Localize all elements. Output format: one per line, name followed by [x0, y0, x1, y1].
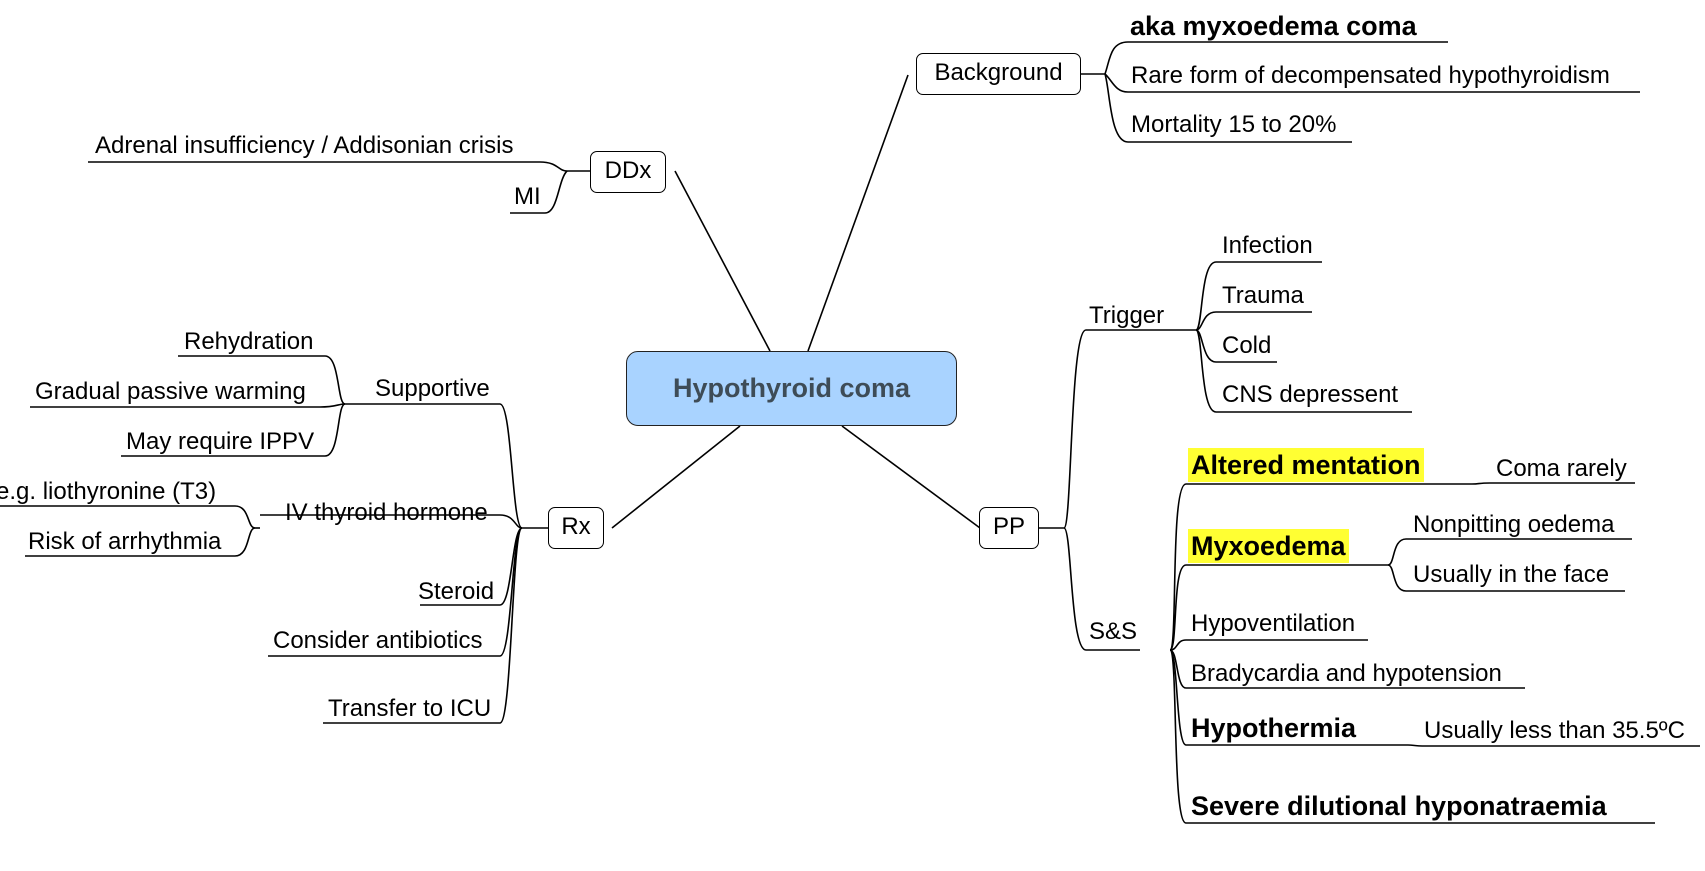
ddx-node[interactable]: DDx	[590, 151, 666, 193]
sns-hyponatraemia: Severe dilutional hyponatraemia	[1191, 791, 1607, 821]
rx-iv-arrhythmia: Risk of arrhythmia	[28, 528, 222, 555]
background-node[interactable]: Background	[916, 53, 1081, 95]
rx-supportive-warming: Gradual passive warming	[35, 378, 306, 405]
trigger-cns: CNS depressent	[1222, 381, 1399, 408]
rx-supportive-ippv: May require IPPV	[126, 428, 315, 455]
rx-steroid: Steroid	[418, 578, 495, 605]
background-item-aka: aka myxoedema coma	[1130, 11, 1417, 41]
rx-iv-liothyronine: e.g. liothyronine (T3)	[0, 478, 217, 505]
sns-hypothermia: Hypothermia	[1191, 713, 1357, 743]
sns-hypoventilation: Hypoventilation	[1191, 610, 1356, 637]
ddx-item-adrenal: Adrenal insufficiency / Addisonian crisi…	[95, 132, 514, 159]
trigger-cold: Cold	[1222, 332, 1272, 359]
central-topic[interactable]: Hypothyroid coma	[626, 351, 957, 426]
ddx-item-mi: MI	[514, 183, 541, 210]
sns-face: Usually in the face	[1413, 561, 1610, 588]
trigger-infection: Infection	[1222, 232, 1313, 259]
sns-altered-mentation: Altered mentation	[1188, 448, 1424, 482]
sns-nonpitting: Nonpitting oedema	[1413, 511, 1615, 538]
rx-supportive-rehydration: Rehydration	[184, 328, 314, 355]
rx-iv-thyroid: IV thyroid hormone	[285, 499, 488, 526]
rx-node[interactable]: Rx	[548, 507, 604, 549]
sns-coma-rarely: Coma rarely	[1496, 455, 1627, 482]
background-item-mortality: Mortality 15 to 20%	[1131, 111, 1337, 138]
background-item-rare: Rare form of decompensated hypothyroidis…	[1131, 62, 1610, 89]
pp-node[interactable]: PP	[979, 507, 1039, 549]
pp-sns: S&S	[1089, 618, 1138, 645]
sns-temp: Usually less than 35.5ºC	[1424, 717, 1685, 744]
pp-trigger: Trigger	[1089, 302, 1165, 329]
rx-antibiotics: Consider antibiotics	[273, 627, 483, 654]
rx-supportive: Supportive	[375, 375, 490, 402]
sns-bradycardia: Bradycardia and hypotension	[1191, 660, 1502, 687]
sns-myxoedema: Myxoedema	[1188, 529, 1349, 563]
rx-icu: Transfer to ICU	[328, 695, 492, 722]
trigger-trauma: Trauma	[1222, 282, 1304, 309]
